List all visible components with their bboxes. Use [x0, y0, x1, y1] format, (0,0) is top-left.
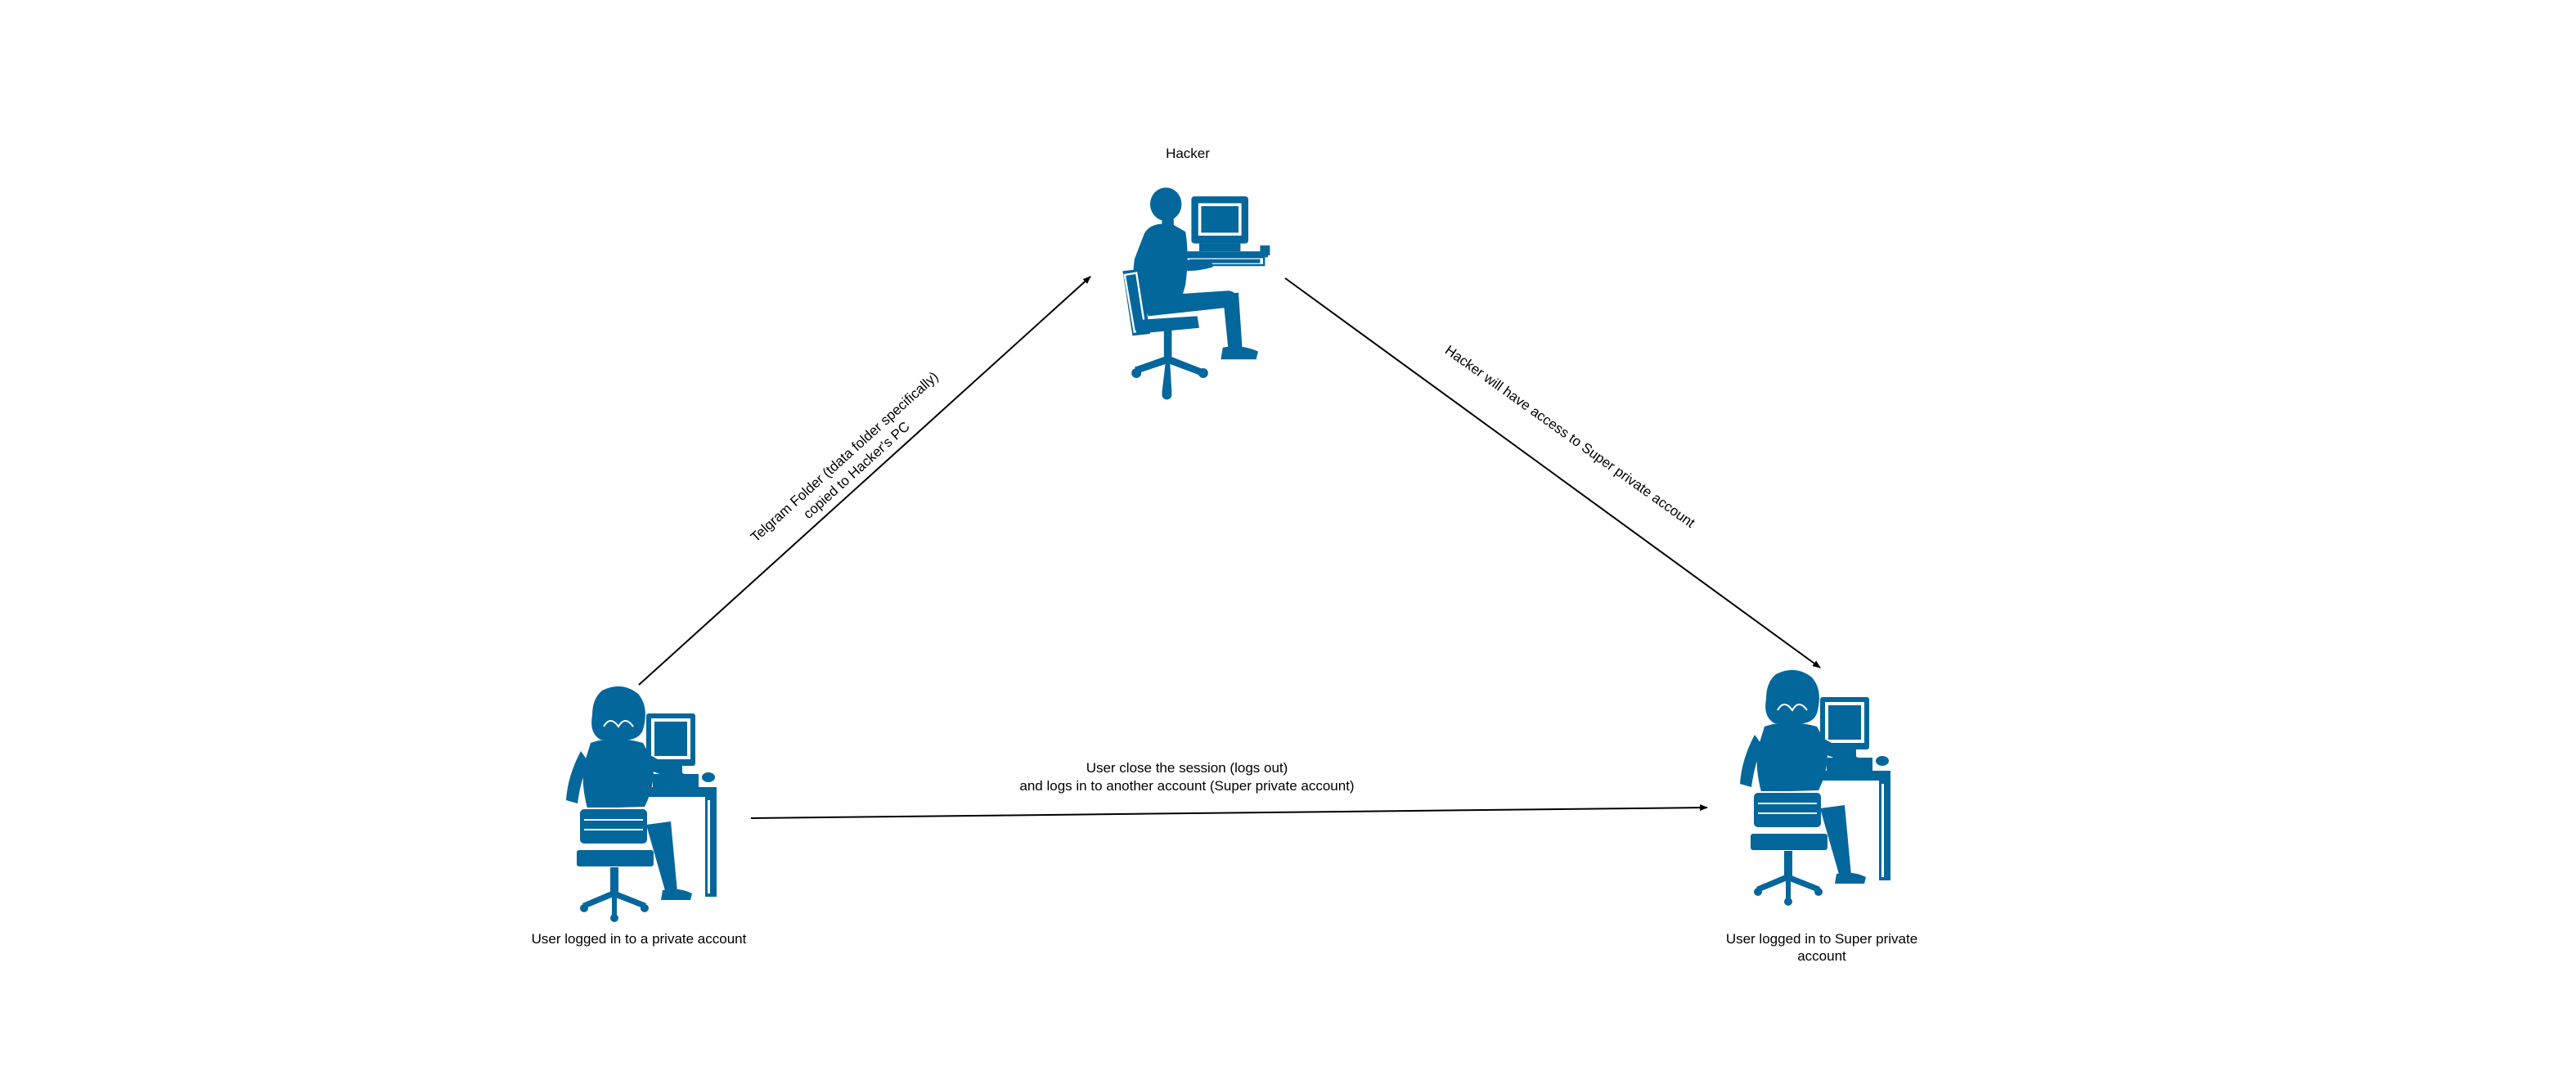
man-at-computer-icon [1122, 186, 1271, 401]
woman-at-computer-icon [565, 685, 717, 923]
node-hacker-label: Hacker [1166, 146, 1210, 161]
node-user-left[interactable]: User logged in to a private account [532, 685, 747, 947]
edge-label-hacker-to-right-line1: Hacker will have access to Super private… [1442, 342, 1698, 531]
node-user-right[interactable]: User logged in to Super private account [1726, 668, 1917, 964]
arrow-left-to-right [750, 804, 1708, 819]
edge-label-left-to-right: User close the session (logs out) and lo… [1019, 760, 1354, 794]
edge-label-hacker-to-right: Hacker will have access to Super private… [1442, 342, 1698, 531]
node-user-right-label-line2: account [1797, 948, 1846, 964]
arrow-left-to-hacker [638, 276, 1091, 686]
node-hacker[interactable]: Hacker [1122, 146, 1271, 401]
edge-label-left-to-hacker-line1: Telgram Folder (tdata folder specificall… [748, 369, 942, 546]
edge-label-left-to-hacker: Telgram Folder (tdata folder specificall… [748, 369, 942, 546]
node-user-right-label-line1: User logged in to Super private [1726, 931, 1917, 947]
edge-label-left-to-right-line2: and logs in to another account (Super pr… [1019, 778, 1354, 794]
woman-at-computer-icon [1739, 668, 1891, 907]
node-user-left-label: User logged in to a private account [532, 931, 747, 947]
edge-label-left-to-right-line1: User close the session (logs out) [1086, 760, 1288, 776]
arrow-hacker-to-right [1284, 277, 1821, 668]
